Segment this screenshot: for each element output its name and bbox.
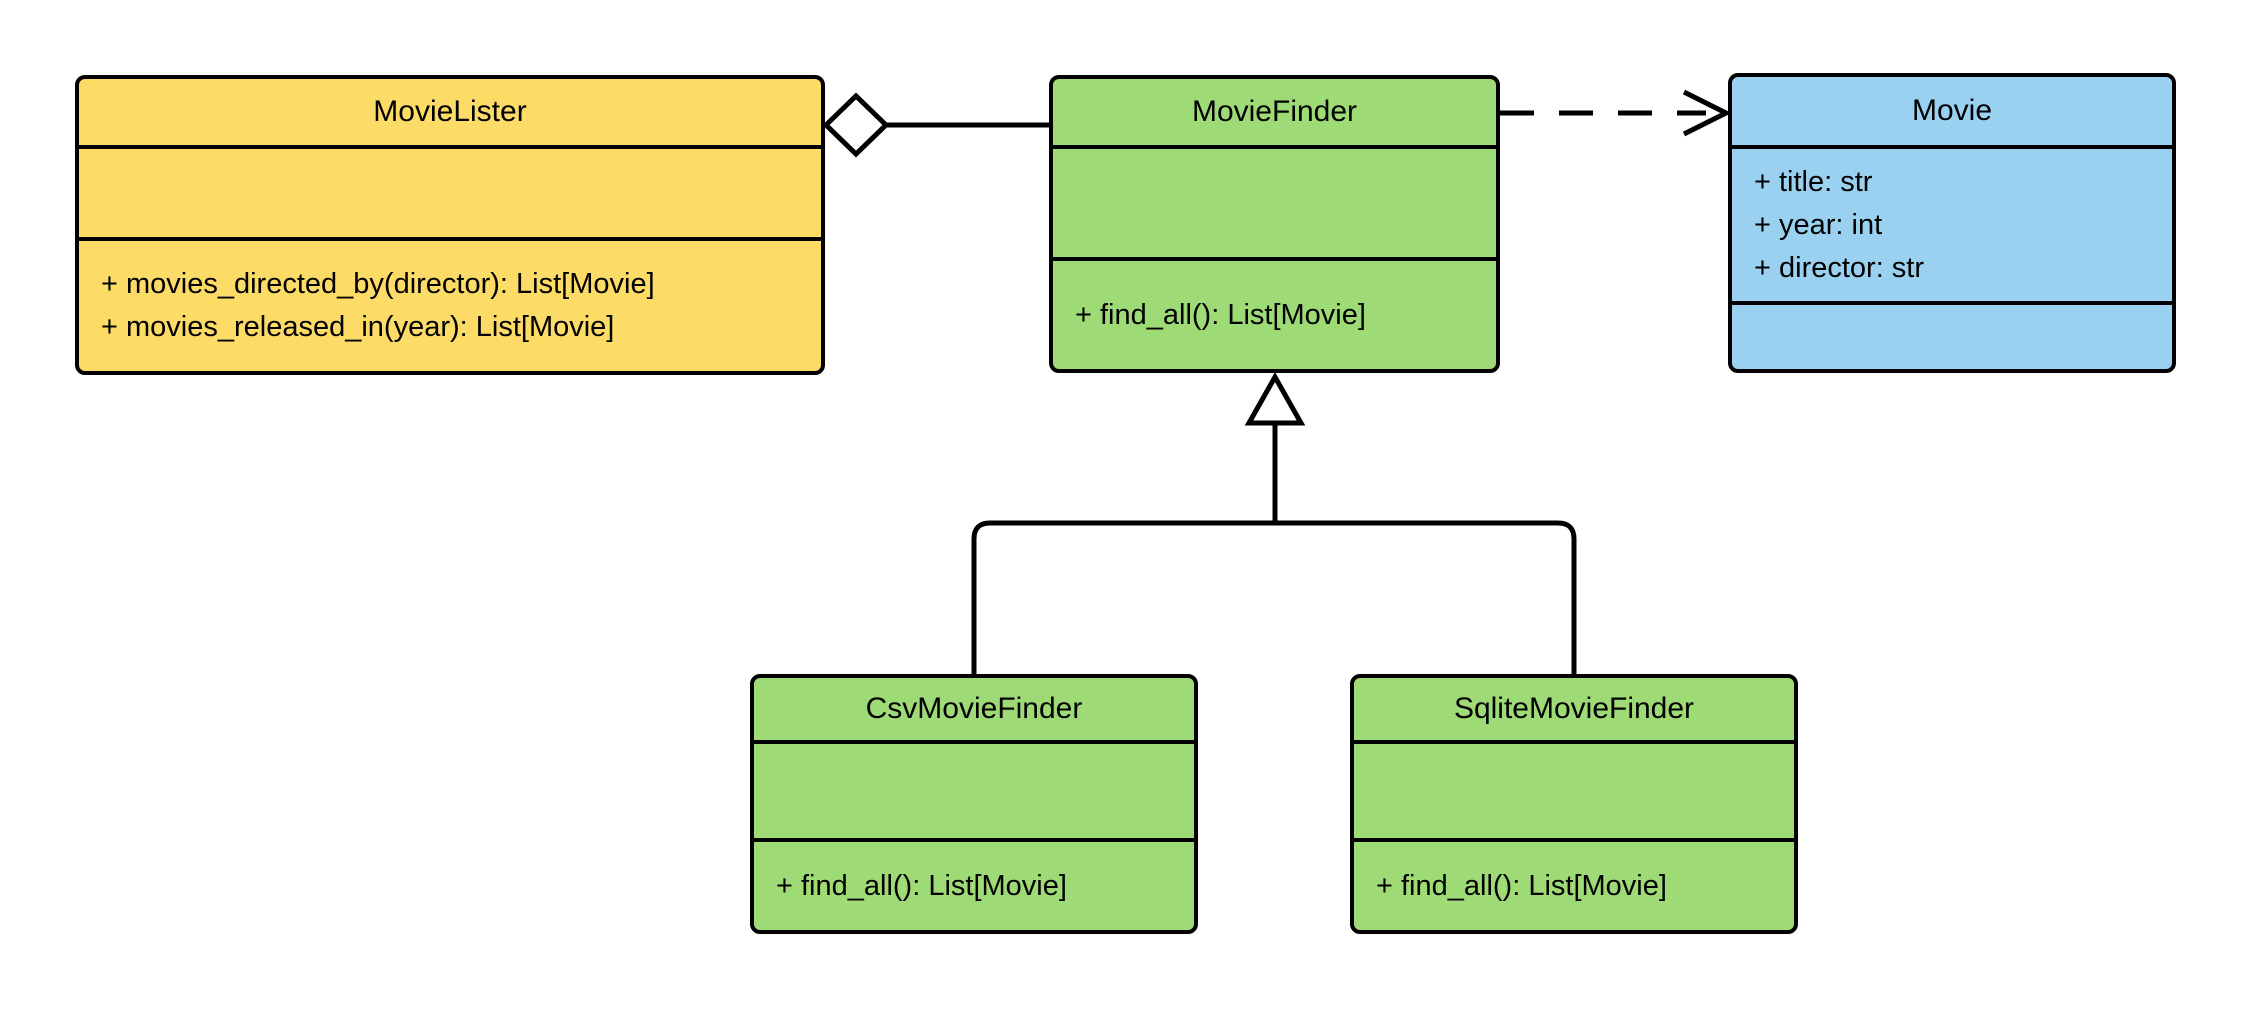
attributes-compartment [1053, 149, 1496, 261]
methods-compartment [1732, 305, 2172, 369]
class-box-moviefinder: MovieFinder + find_all(): List[Movie] [1049, 75, 1500, 373]
aggregation-diamond-icon [822, 92, 890, 158]
class-title-sqlitemoviefinder: SqliteMovieFinder [1354, 678, 1794, 744]
inheritance-connector [971, 371, 1577, 674]
attribute-label: + director: str [1754, 252, 1925, 284]
class-title-movielister: MovieLister [79, 79, 821, 149]
class-box-csvmoviefinder: CsvMovieFinder + find_all(): List[Movie] [750, 674, 1198, 934]
dependency-open-arrow-icon [1682, 89, 1732, 137]
class-box-movie: Movie + title: str + year: int + directo… [1728, 73, 2176, 373]
method-label: + find_all(): List[Movie] [1376, 869, 1667, 902]
attributes-compartment [1354, 744, 1794, 842]
attribute-label: + year: int [1754, 209, 1883, 241]
methods-compartment: + find_all(): List[Movie] [1053, 261, 1496, 369]
aggregation-connector [822, 92, 1049, 158]
class-box-sqlitemoviefinder: SqliteMovieFinder + find_all(): List[Mov… [1350, 674, 1798, 934]
attributes-compartment [79, 149, 821, 241]
inheritance-triangle-icon [1244, 371, 1306, 426]
method-label: + movies_released_in(year): List[Movie] [101, 311, 615, 343]
class-title-csvmoviefinder: CsvMovieFinder [754, 678, 1194, 744]
class-title-movie: Movie [1732, 77, 2172, 149]
attributes-compartment [754, 744, 1194, 842]
method-label: + find_all(): List[Movie] [776, 869, 1067, 902]
class-box-movielister: MovieLister + movies_directed_by(directo… [75, 75, 825, 375]
method-label: + movies_directed_by(director): List[Mov… [101, 268, 655, 300]
dependency-connector [1500, 89, 1732, 137]
method-label: + find_all(): List[Movie] [1075, 298, 1366, 331]
methods-compartment: + movies_directed_by(director): List[Mov… [79, 241, 821, 371]
attribute-label: + title: str [1754, 166, 1873, 198]
methods-compartment: + find_all(): List[Movie] [754, 842, 1194, 930]
attributes-compartment: + title: str + year: int + director: str [1732, 149, 2172, 305]
methods-compartment: + find_all(): List[Movie] [1354, 842, 1794, 930]
class-title-moviefinder: MovieFinder [1053, 79, 1496, 149]
